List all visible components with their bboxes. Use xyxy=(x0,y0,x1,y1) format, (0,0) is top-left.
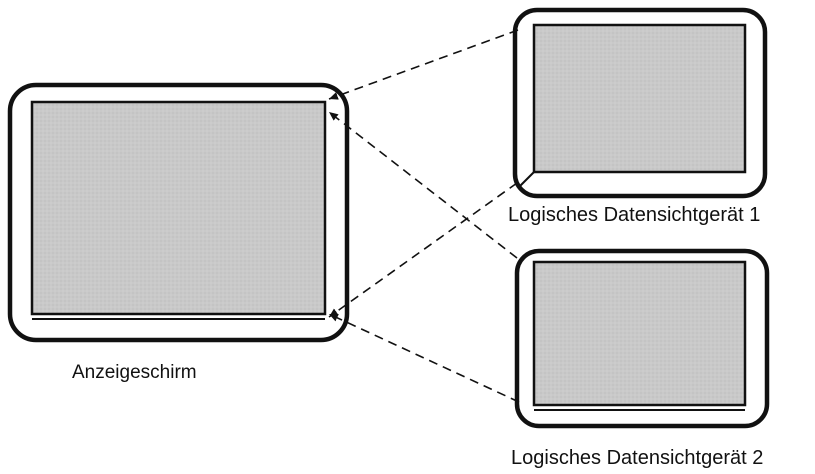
display-screen-label: Anzeigeschirm xyxy=(72,362,197,383)
mapping-line-device1-bottom xyxy=(328,182,518,318)
display-screen-monitor xyxy=(7,82,350,343)
mapping-line-device2-bottom xyxy=(328,313,520,403)
display-screen-area xyxy=(30,100,327,316)
logical-device-1-screen xyxy=(532,23,747,174)
mapping-line-device1-top xyxy=(328,29,519,100)
mapping-line-device2-top xyxy=(328,111,518,259)
logical-device-2-screen xyxy=(532,260,747,407)
logical-device-2-monitor xyxy=(514,248,770,429)
mapping-lines xyxy=(328,29,520,403)
logical-device-1-monitor xyxy=(512,7,768,199)
logical-device-1-bevel-line xyxy=(519,171,535,187)
logical-device-1-label: Logisches Datensichtgerät 1 xyxy=(508,204,761,226)
logical-device-2-label: Logisches Datensichtgerät 2 xyxy=(511,447,764,469)
